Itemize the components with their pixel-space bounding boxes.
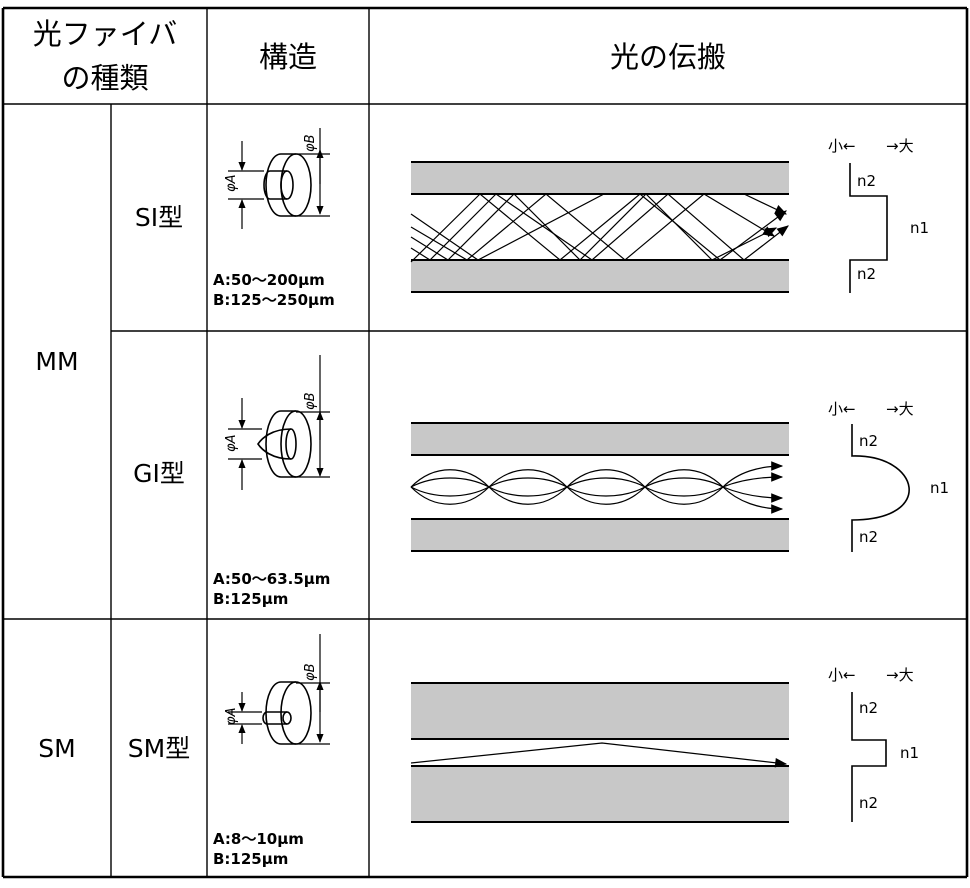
propagation-gi bbox=[410, 422, 789, 552]
index-profile-si: 小← →大 n2 n1 n2 bbox=[828, 137, 929, 293]
structure-sm: φB φA bbox=[224, 634, 330, 745]
profile-n1-si: n1 bbox=[910, 219, 929, 237]
index-profile-sm: 小← →大 n2 n1 n2 bbox=[828, 666, 919, 822]
header-structure: 構造 bbox=[259, 40, 317, 74]
profile-scale-small-gi: 小← bbox=[828, 400, 856, 418]
header-fiber-type-line1: 光ファイバ bbox=[33, 17, 177, 51]
dim-b-label: φB bbox=[303, 392, 318, 410]
profile-n2-top-sm: n2 bbox=[859, 699, 878, 717]
structure-gi: φB φA bbox=[224, 355, 330, 490]
header-propagation: 光の伝搬 bbox=[610, 40, 726, 74]
spec-b-gi: B:125μm bbox=[213, 590, 288, 608]
profile-n2-top-gi: n2 bbox=[859, 432, 878, 450]
profile-scale-large-si: →大 bbox=[886, 137, 914, 155]
dim-a-label: φA bbox=[224, 175, 239, 192]
profile-n2-bottom-sm: n2 bbox=[859, 794, 878, 812]
spec-b-si: B:125～250μm bbox=[213, 291, 335, 309]
spec-b-sm: B:125μm bbox=[213, 850, 288, 868]
propagation-sm bbox=[410, 682, 789, 823]
profile-n2-top-si: n2 bbox=[857, 172, 876, 190]
index-profile-gi: 小← →大 n2 n1 n2 bbox=[828, 400, 949, 552]
profile-scale-large-gi: →大 bbox=[886, 400, 914, 418]
dim-b-label: φB bbox=[303, 663, 318, 681]
propagation-si bbox=[410, 161, 789, 293]
profile-n1-sm: n1 bbox=[900, 744, 919, 762]
header-fiber-type-line2: の種類 bbox=[61, 61, 148, 95]
profile-scale-large-sm: →大 bbox=[886, 666, 914, 684]
spec-a-gi: A:50～63.5μm bbox=[213, 570, 330, 588]
dim-a-label: φA bbox=[224, 435, 239, 452]
structure-si: φB φA bbox=[224, 128, 330, 229]
dim-a-label: φA bbox=[224, 708, 239, 725]
profile-n1-gi: n1 bbox=[930, 479, 949, 497]
type-gi: GI型 bbox=[133, 459, 185, 488]
type-sm: SM型 bbox=[128, 734, 190, 763]
type-si: SI型 bbox=[135, 203, 183, 232]
category-mm: MM bbox=[35, 347, 78, 376]
profile-n2-bottom-gi: n2 bbox=[859, 528, 878, 546]
spec-a-si: A:50～200μm bbox=[213, 271, 325, 289]
dim-b-label: φB bbox=[303, 134, 318, 152]
category-sm: SM bbox=[38, 734, 75, 763]
profile-scale-small-si: 小← bbox=[828, 137, 856, 155]
table-grid bbox=[1, 6, 969, 879]
profile-n2-bottom-si: n2 bbox=[857, 265, 876, 283]
profile-scale-small-sm: 小← bbox=[828, 666, 856, 684]
spec-a-sm: A:8～10μm bbox=[213, 830, 304, 848]
